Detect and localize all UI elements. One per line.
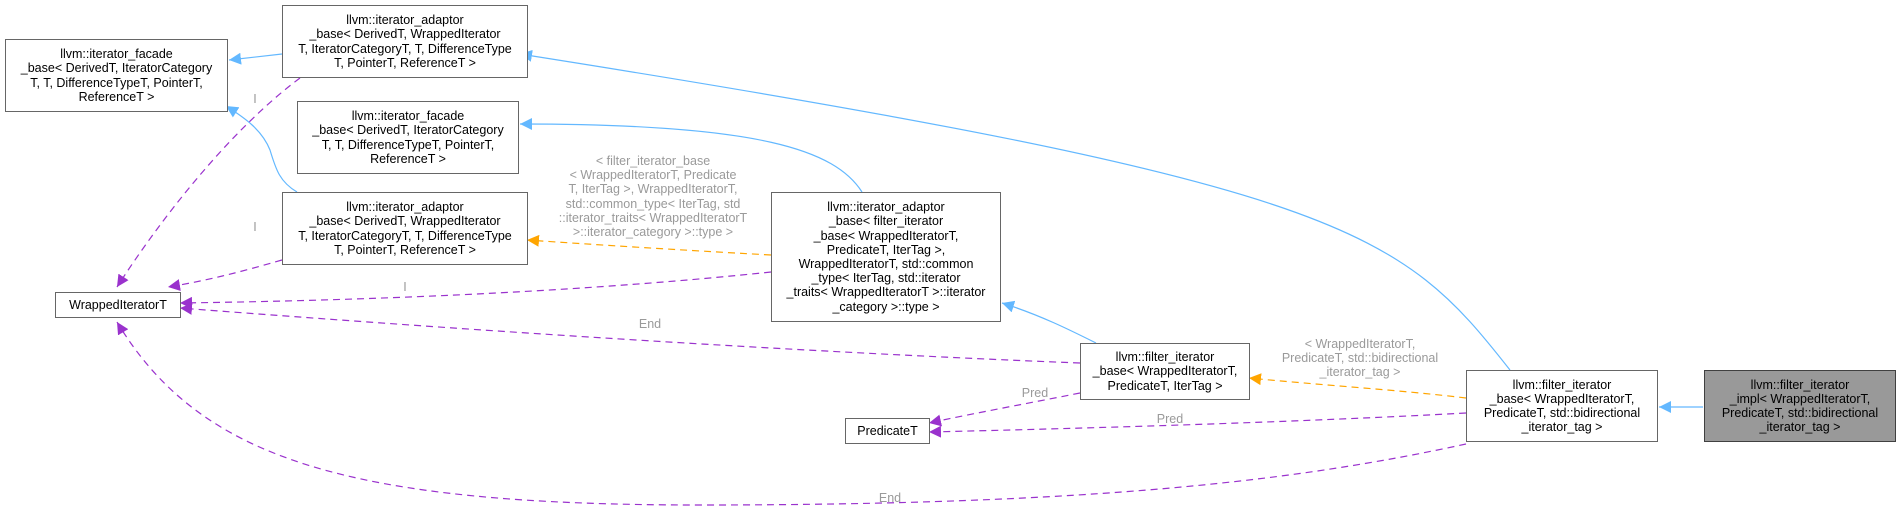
edge-label-template-n9: < WrappedIteratorT, PredicateT, std::bid… [1281, 337, 1439, 380]
edge-n2-inherits-n1 [228, 52, 283, 65]
edge-n7-uses-n8 [928, 392, 1081, 427]
node-filter-iterator-base-bidirectional[interactable]: llvm::filter_iterator _base< WrappedIter… [1466, 370, 1658, 442]
edge-n7-uses-n5 [179, 302, 1081, 364]
edge-n7-inherits-n6 [1001, 300, 1097, 344]
edge-label-end-n7: End [638, 317, 662, 331]
node-predicate-t[interactable]: PredicateT [845, 418, 930, 444]
edge-n9-inherits-n2 [519, 49, 1511, 371]
node-iterator-adaptor-base-top[interactable]: llvm::iterator_adaptor _base< DerivedT, … [282, 5, 528, 78]
edge-n9-uses-n5 [116, 321, 1467, 506]
edge-n9-uses-n8 [928, 412, 1467, 438]
node-iterator-facade-base-top[interactable]: llvm::iterator_facade _base< DerivedT, I… [5, 39, 228, 112]
edge-label-pred-n7: Pred [1021, 386, 1049, 400]
edge-n9-template-n7 [1248, 373, 1467, 399]
edge-label-template-n6: < filter_iterator_base < WrappedIterator… [558, 154, 748, 240]
edge-label-end-n9: End [878, 491, 902, 505]
node-iterator-adaptor-base-filter[interactable]: llvm::iterator_adaptor _base< filter_ite… [771, 192, 1001, 322]
edge-label-pred-n9: Pred [1156, 412, 1184, 426]
edge-label-i-n2: I [253, 92, 257, 106]
edge-n4-inherits-n1 [225, 105, 298, 193]
edge-n6-template-n4 [526, 234, 772, 256]
node-filter-iterator-base-itertag[interactable]: llvm::filter_iterator _base< WrappedIter… [1080, 343, 1250, 400]
node-iterator-adaptor-base-mid[interactable]: llvm::iterator_adaptor _base< DerivedT, … [282, 192, 528, 265]
edge-label-i-n6: I [403, 280, 407, 294]
node-filter-iterator-impl[interactable]: llvm::filter_iterator _impl< WrappedIter… [1704, 370, 1896, 442]
node-iterator-facade-base-mid[interactable]: llvm::iterator_facade _base< DerivedT, I… [297, 101, 519, 174]
edge-n6-uses-n5 [179, 271, 772, 309]
edge-label-i-n4: I [253, 220, 257, 234]
node-wrapped-iterator-t[interactable]: WrappedIteratorT [55, 292, 181, 318]
edge-n6-inherits-n3 [519, 118, 863, 193]
edge-n4-uses-n5 [167, 259, 283, 291]
